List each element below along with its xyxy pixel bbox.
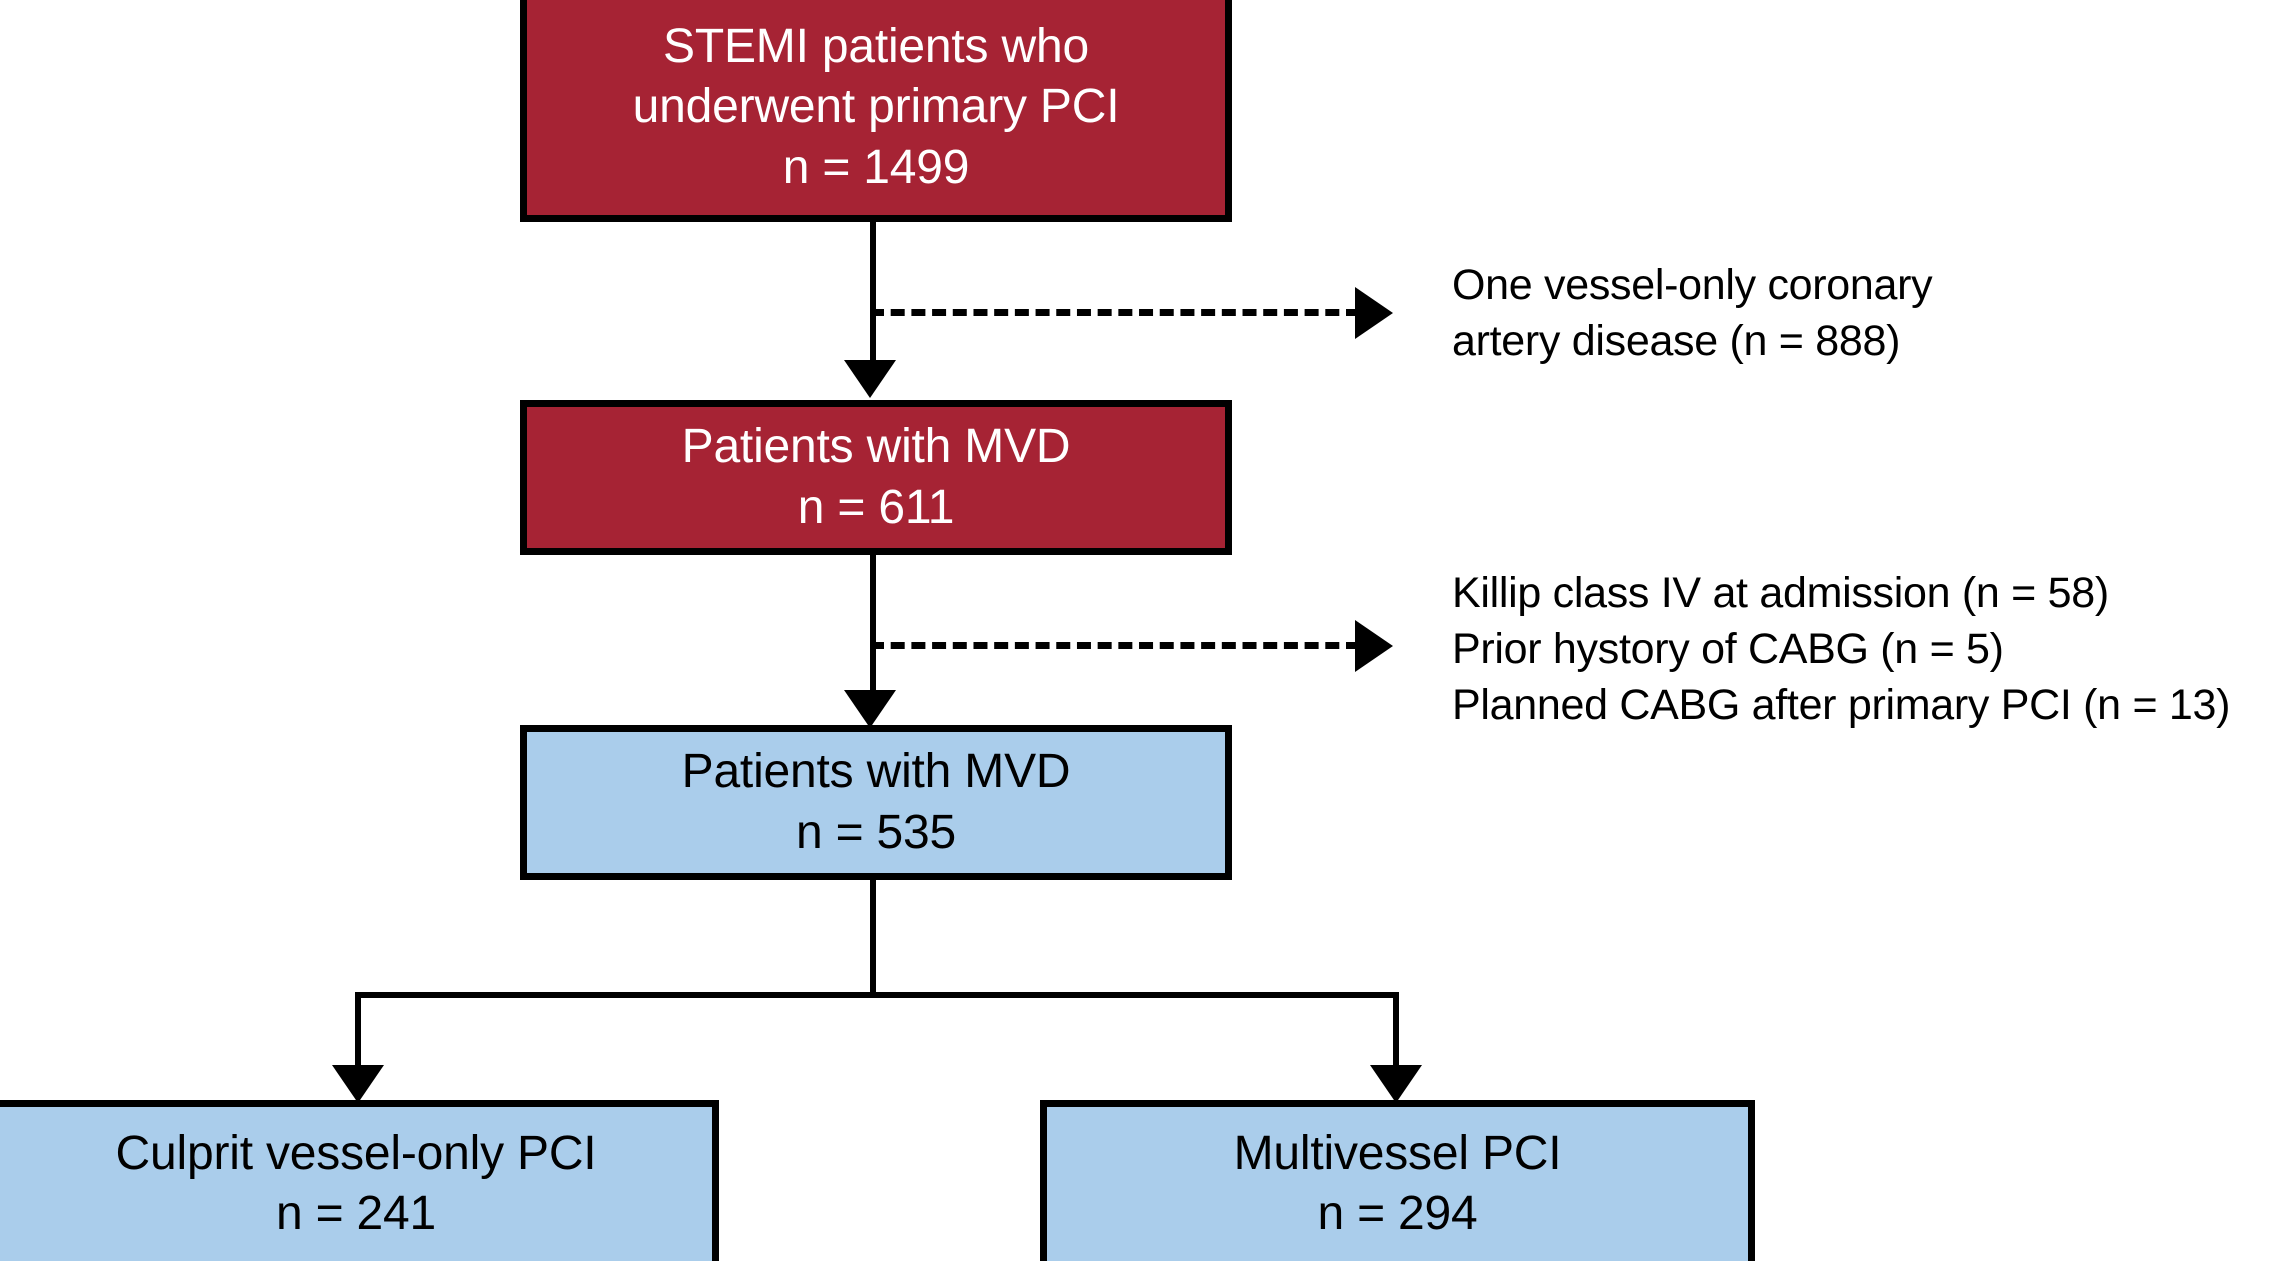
connector-mvd535-split-bar bbox=[355, 992, 1399, 998]
connector-mvd535-split-stem bbox=[870, 880, 876, 998]
node-stemi-line1: STEMI patients who bbox=[663, 19, 1089, 73]
exclusion-label-1: One vessel-only coronary artery disease … bbox=[1452, 258, 1933, 370]
arrow-right-icon-exclusion-2 bbox=[1355, 620, 1393, 672]
exclusion-2-line-3: Planned CABG after primary PCI (n = 13) bbox=[1452, 680, 2231, 729]
node-patients-with-mvd-535: Patients with MVD n = 535 bbox=[520, 725, 1232, 880]
connector-to-multivessel-line bbox=[1393, 992, 1399, 1068]
node-culprit-vessel-only-pci: Culprit vessel-only PCI n = 241 bbox=[0, 1100, 719, 1261]
exclusion-2-line-1: Killip class IV at admission (n = 58) bbox=[1452, 569, 2109, 617]
node-mvd611-line1: Patients with MVD bbox=[681, 420, 1071, 474]
exclusion-2-line-2: Prior hystory of CABG (n = 5) bbox=[1452, 624, 2004, 673]
dashed-connector-exclusion-2 bbox=[870, 642, 1360, 649]
node-patients-with-mvd-611: Patients with MVD n = 611 bbox=[520, 400, 1232, 555]
node-multivessel-line1: Multivessel PCI bbox=[1233, 1126, 1562, 1180]
node-multivessel-pci: Multivessel PCI n = 294 bbox=[1040, 1100, 1755, 1261]
node-culprit-count: n = 241 bbox=[275, 1187, 437, 1240]
node-stemi-count: n = 1499 bbox=[782, 140, 970, 194]
node-stemi-line2: underwent primary PCI bbox=[632, 80, 1120, 134]
arrow-down-icon-stemi-to-mvd611 bbox=[844, 360, 896, 398]
node-multivessel-count: n = 294 bbox=[1317, 1187, 1478, 1240]
connector-mvd611-to-mvd535-line bbox=[870, 555, 876, 695]
exclusion-1-line-2: artery disease (n = 888) bbox=[1452, 316, 1901, 365]
arrow-down-icon-to-multivessel bbox=[1370, 1065, 1422, 1103]
node-mvd611-count: n = 611 bbox=[797, 480, 955, 534]
node-mvd535-line1: Patients with MVD bbox=[681, 745, 1071, 799]
arrow-down-icon-to-culprit bbox=[332, 1065, 384, 1103]
exclusion-1-line-1: One vessel-only coronary bbox=[1452, 261, 1933, 309]
arrow-down-icon-mvd611-to-mvd535 bbox=[844, 690, 896, 728]
arrow-right-icon-exclusion-1 bbox=[1355, 287, 1393, 339]
node-culprit-line1: Culprit vessel-only PCI bbox=[115, 1126, 597, 1180]
connector-stemi-to-mvd611-line bbox=[870, 222, 876, 362]
connector-to-culprit-line bbox=[355, 992, 361, 1068]
exclusion-label-2: Killip class IV at admission (n = 58) Pr… bbox=[1452, 566, 2230, 734]
node-mvd535-count: n = 535 bbox=[795, 805, 957, 859]
node-stemi-patients: STEMI patients who underwent primary PCI… bbox=[520, 0, 1232, 222]
dashed-connector-exclusion-1 bbox=[870, 309, 1360, 316]
